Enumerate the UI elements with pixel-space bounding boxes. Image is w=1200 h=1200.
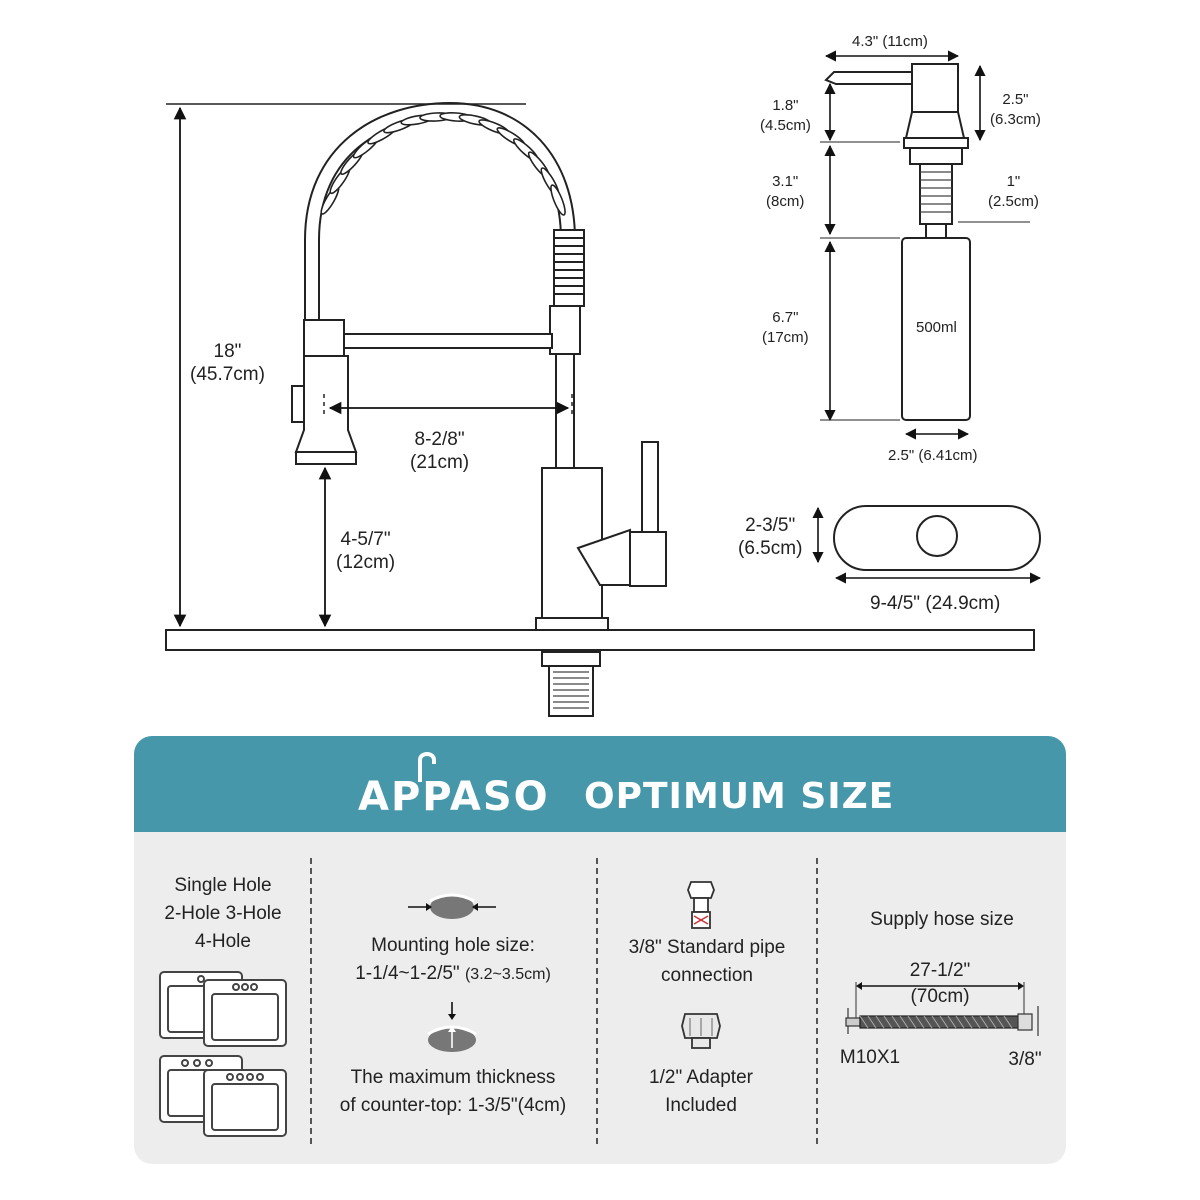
banner bbox=[134, 736, 1066, 832]
sink-hole-icons bbox=[159, 971, 287, 1137]
deck-plate-height-label: 2-3/5"(6.5cm) bbox=[738, 515, 803, 559]
pump-height-label: 2.5"(6.3cm) bbox=[990, 91, 1041, 128]
faucet-body bbox=[535, 305, 667, 631]
countertop-thickness-icon bbox=[427, 1002, 477, 1052]
adapter-text: 1/2" Adapter Included bbox=[649, 1067, 753, 1116]
crossbar bbox=[341, 333, 553, 349]
hose-title: Supply hose size bbox=[870, 909, 1014, 930]
hole-options: Single Hole 2-Hole 3-Hole 4-Hole bbox=[164, 875, 282, 952]
spring-lower bbox=[553, 229, 585, 307]
hose-length-label: 27-1/2" (70cm) bbox=[909, 960, 971, 1007]
spring-coils bbox=[320, 112, 566, 216]
deck-plate-width-label: 9-4/5" (24.9cm) bbox=[870, 593, 1001, 614]
pipe-connector-icon bbox=[687, 881, 715, 929]
divider-1 bbox=[310, 858, 312, 1144]
spout-height-label: 4-5/7"(12cm) bbox=[336, 529, 396, 573]
dimension-diagram bbox=[165, 50, 1042, 717]
divider-2 bbox=[596, 858, 598, 1144]
height-label: 18"(45.7cm) bbox=[190, 341, 265, 385]
adapter-icon bbox=[681, 1013, 721, 1049]
mounting-hole-text: Mounting hole size: 1-1/4~1-2/5" (3.2~3.… bbox=[355, 935, 551, 984]
thickness-text: The maximum thickness of counter-top: 1-… bbox=[339, 1067, 567, 1116]
info-panel bbox=[134, 832, 1066, 1164]
bottle-width-label: 2.5" (6.41cm) bbox=[888, 447, 978, 464]
brand-logo: APPASO bbox=[358, 774, 550, 820]
reach-label: 8-2/8"(21cm) bbox=[410, 429, 470, 473]
hose-left-label: M10X1 bbox=[839, 1047, 901, 1068]
hose-right-label: 3/8" bbox=[1008, 1049, 1042, 1070]
mounting-hole-icon bbox=[408, 893, 496, 919]
soap-dispenser bbox=[824, 63, 971, 421]
sprayhead bbox=[291, 319, 358, 465]
bottle-height-label: 6.7"(17cm) bbox=[762, 309, 809, 346]
divider-3 bbox=[816, 858, 818, 1144]
dispenser-width-label: 4.3" (11cm) bbox=[852, 33, 928, 50]
countertop bbox=[165, 629, 1035, 651]
deck-plate-hole bbox=[916, 515, 958, 557]
shank-dia-label: 1"(2.5cm) bbox=[988, 173, 1039, 210]
shank-length-label: 3.1"(8cm) bbox=[766, 173, 805, 210]
capacity-label: 500ml bbox=[916, 319, 957, 336]
banner-title: OPTIMUM SIZE bbox=[584, 776, 895, 817]
nozzle-label: 1.8"(4.5cm) bbox=[760, 97, 811, 134]
supply-hose-icon bbox=[845, 982, 1039, 1036]
logo-faucet-mark bbox=[418, 752, 436, 782]
pipe-connection-text: 3/8" Standard pipe connection bbox=[628, 937, 786, 986]
